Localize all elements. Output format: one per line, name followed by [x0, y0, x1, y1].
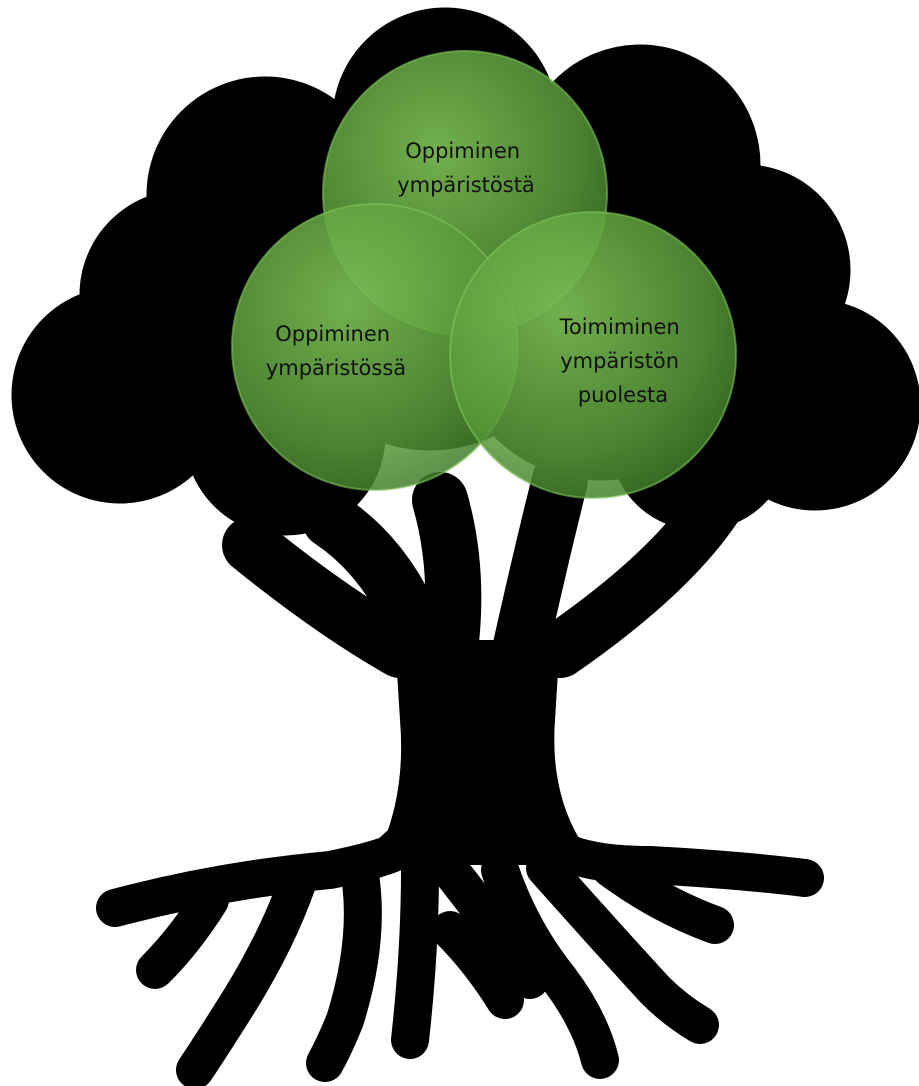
venn-circle-right — [449, 211, 737, 499]
tree-roots — [96, 831, 824, 1086]
tree-trunk — [350, 640, 610, 865]
venn-circles — [231, 50, 737, 499]
tree-branches — [222, 452, 758, 678]
circle-right-label: Toimiminen ympäristön puolesta — [559, 315, 687, 407]
circle-left-label: Oppiminen ympäristössä — [266, 322, 406, 380]
venn-labels: Oppiminen ympäristöstä Oppiminen ympäris… — [266, 139, 687, 407]
circle-top-label: Oppiminen ympäristöstä — [397, 139, 535, 197]
